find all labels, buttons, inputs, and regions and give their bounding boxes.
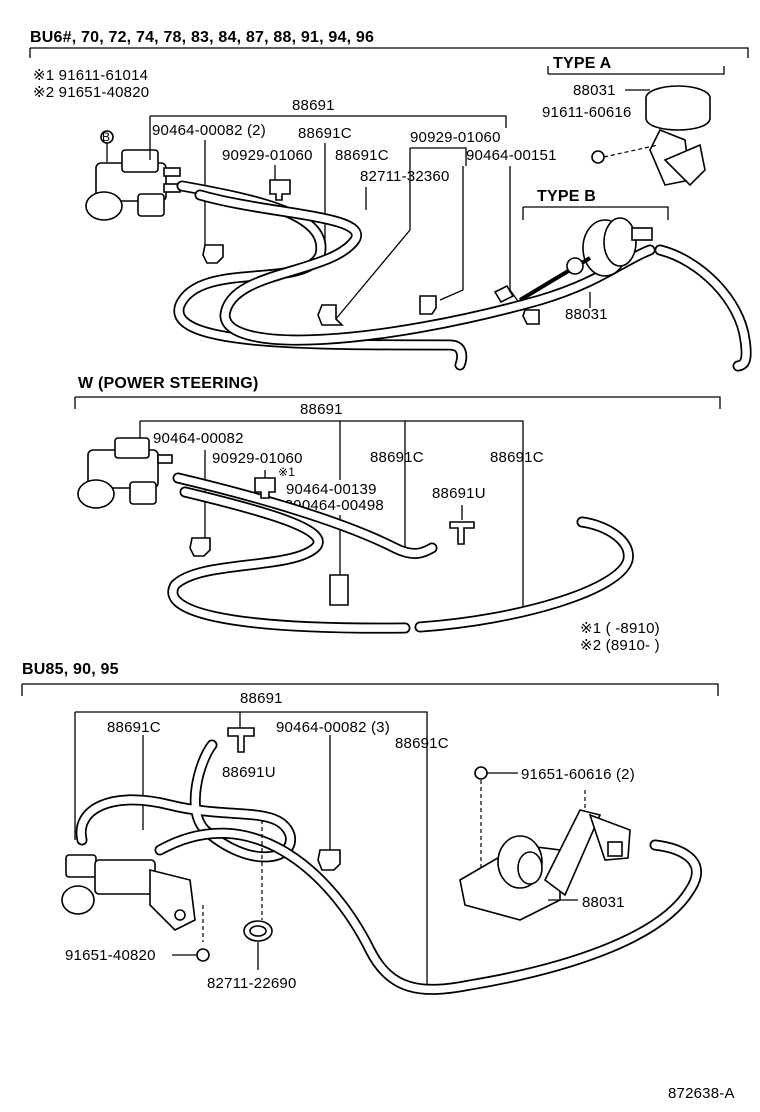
- vsv-valve-icon: [77, 437, 173, 509]
- diagram-code: 872638-A: [668, 1085, 735, 1102]
- label-88691c-b: 88691C: [335, 147, 389, 164]
- legend-2: ※2 (8910- ): [580, 637, 660, 654]
- label-90929-01060-a: 90929-01060: [222, 147, 313, 164]
- label-88031: 88031: [582, 894, 625, 911]
- bolt-mark: [196, 948, 210, 962]
- hose-clip-icon: [243, 849, 341, 942]
- hose-clip-icon: [189, 477, 475, 606]
- hose-clip-icon: [202, 179, 540, 326]
- section-header: W (POWER STEERING): [78, 375, 258, 392]
- label-90464-00139: 90464-00139: [286, 481, 377, 498]
- label-88691u: 88691U: [222, 764, 276, 781]
- label-88691c-b: 88691C: [490, 449, 544, 466]
- vsv-valve-icon: [85, 149, 181, 221]
- label-88031-b: 88031: [565, 306, 608, 323]
- label-88691: 88691: [300, 401, 343, 418]
- note-2: ※2 91651-40820: [33, 84, 149, 101]
- label-90464-00082: 90464-00082 (3): [276, 719, 390, 736]
- section-header: BU85, 90, 95: [22, 661, 119, 678]
- section-bu6: BU6#, 70, 72, 74, 78, 83, 84, 87, 88, 91…: [29, 29, 752, 372]
- label-88031-a: 88031: [573, 82, 616, 99]
- label-88691c-a: 88691C: [370, 449, 424, 466]
- section-header: BU6#, 70, 72, 74, 78, 83, 84, 87, 88, 91…: [30, 29, 374, 46]
- vsv-valve-icon: [61, 854, 196, 931]
- label-90464-00082: 90464-00082: [153, 430, 244, 447]
- type-b-label: TYPE B: [537, 188, 596, 205]
- note-1: ※1 91611-61014: [33, 67, 148, 84]
- label-88691: 88691: [240, 690, 283, 707]
- section-bracket: [30, 47, 749, 58]
- type-a-label: TYPE A: [553, 55, 612, 72]
- label-82711-22690: 82711-22690: [207, 975, 297, 992]
- bolt-mark: B: [100, 130, 114, 144]
- label-91611-60616: 91611-60616: [542, 104, 632, 121]
- label-88691: 88691: [292, 97, 335, 114]
- label-88691c-a: 88691C: [107, 719, 161, 736]
- vacuum-hose: [173, 180, 752, 372]
- label-88691c-b: 88691C: [395, 735, 449, 752]
- hose-joint-u-icon: [227, 727, 255, 753]
- label-90464-00151: 90464-00151: [466, 147, 557, 164]
- label-91651-60616: 91651-60616 (2): [521, 766, 635, 783]
- bolt-mark: [474, 766, 488, 780]
- mark-1: ※1: [278, 465, 295, 479]
- vacuum-actuator-b-icon: [518, 217, 653, 302]
- label-91651-40820: 91651-40820: [65, 947, 156, 964]
- label-88691u: 88691U: [432, 485, 486, 502]
- svg-text:B: B: [102, 130, 110, 144]
- vacuum-actuator-a-icon: [645, 85, 711, 187]
- label-82711-32360: 82711-32360: [360, 168, 450, 185]
- label-90464-00082: 90464-00082 (2): [152, 122, 266, 139]
- vacuum-actuator-icon: [459, 809, 631, 921]
- section-power-steering: W (POWER STEERING) 88691 90464-00082 909…: [74, 375, 721, 654]
- label-88691c-a: 88691C: [298, 125, 352, 142]
- vacuum-hose: [167, 472, 634, 634]
- label-90929-01060-b: 90929-01060: [410, 129, 501, 146]
- vacuum-hose: [75, 739, 702, 995]
- label-90929-01060: 90929-01060: [212, 450, 303, 467]
- section-bu85: BU85, 90, 95 88691 88691C 90464-00082 (3…: [21, 661, 719, 995]
- legend-1: ※1 ( -8910): [580, 620, 660, 637]
- bolt-mark: [591, 150, 605, 164]
